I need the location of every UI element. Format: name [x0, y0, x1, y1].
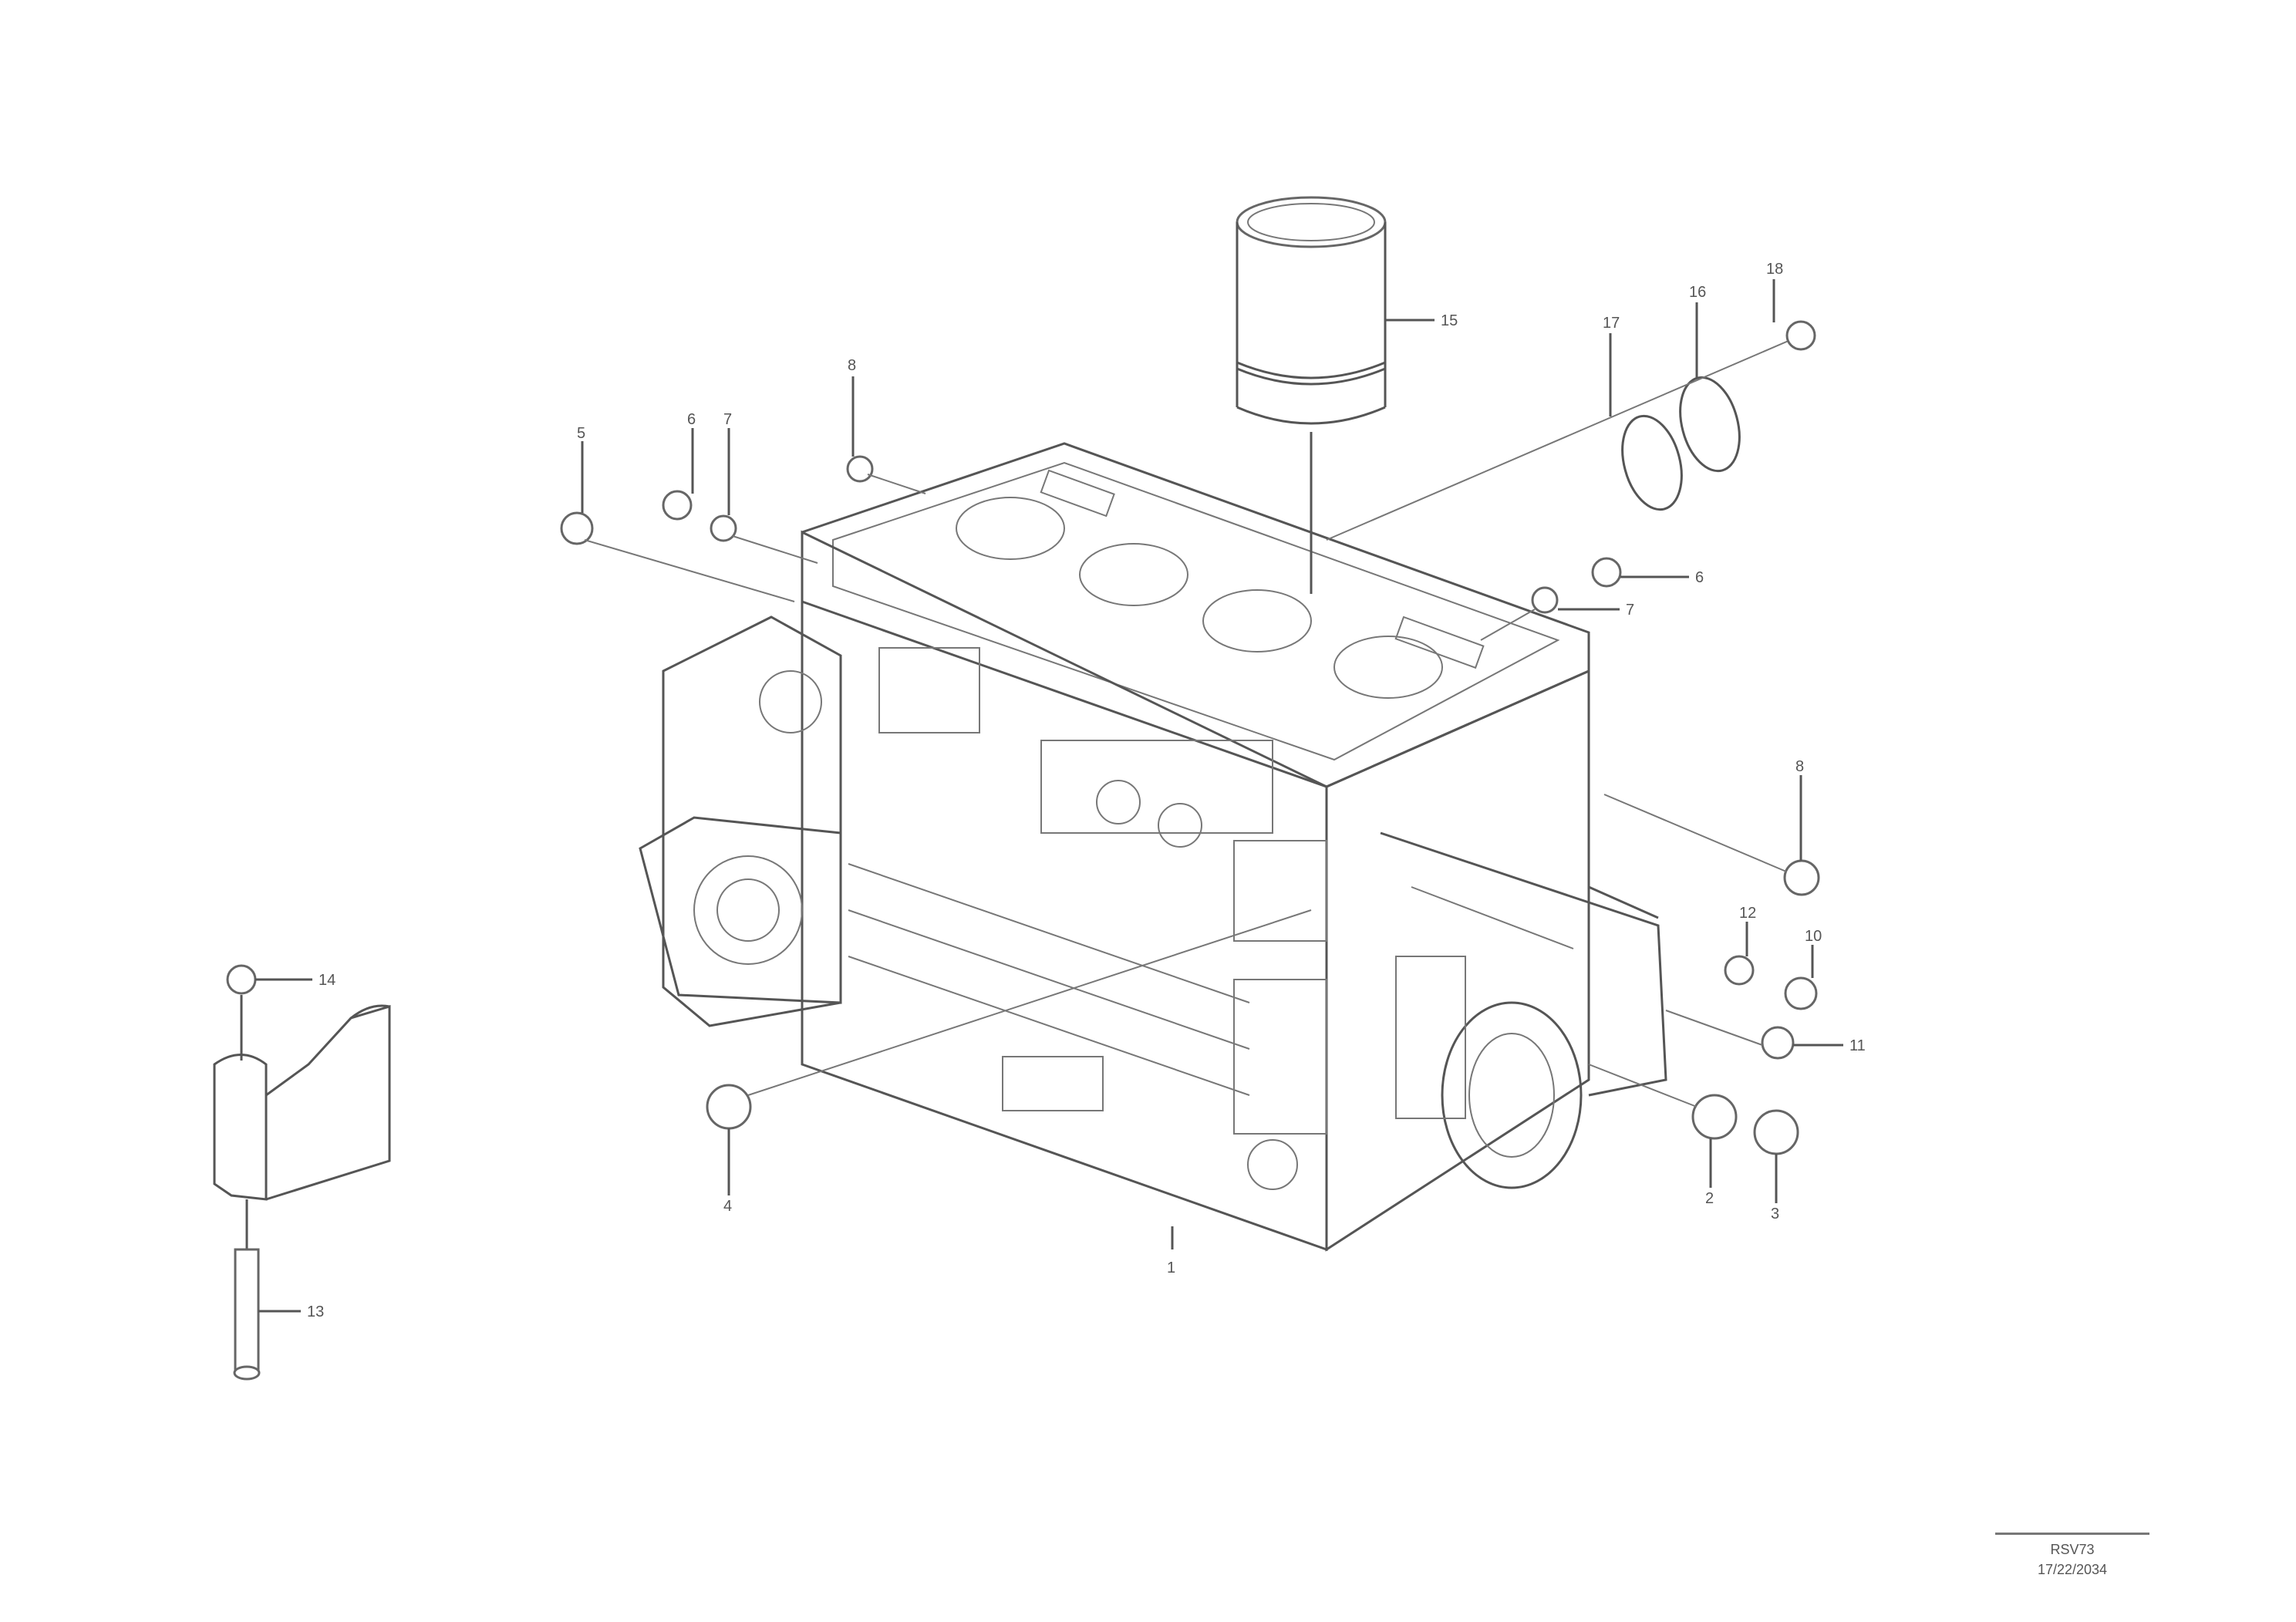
reference-date: 17/22/2034: [2037, 1562, 2108, 1577]
callout-3: 3: [1771, 1206, 1779, 1222]
cylinder-liner: [1236, 196, 1387, 594]
callout-labels: 5 6 7 8 15 17 16 18 6 7 8 12 10 11 2 3 4…: [307, 261, 1866, 1320]
reference-rule: [1995, 1533, 2149, 1535]
engine-block: [639, 442, 1667, 1252]
callout-15: 15: [1441, 312, 1458, 329]
drawing-reference: RSV73 17/22/2034: [1995, 1533, 2149, 1580]
callout-17: 17: [1603, 315, 1620, 332]
callout-1: 1: [1167, 1259, 1175, 1276]
callout-16: 16: [1689, 284, 1706, 301]
callout-11: 11: [1849, 1037, 1866, 1054]
callout-10: 10: [1805, 928, 1822, 945]
callout-7-right: 7: [1626, 602, 1634, 619]
reference-code: RSV73: [2050, 1542, 2095, 1557]
leader-lines: [255, 279, 1843, 1313]
callout-2: 2: [1705, 1190, 1714, 1207]
callout-7-left: 7: [723, 411, 732, 428]
callout-6-left: 6: [687, 411, 696, 428]
callout-14: 14: [319, 972, 335, 989]
callout-18: 18: [1766, 261, 1783, 278]
callout-8-top: 8: [848, 357, 856, 374]
o-rings: [1326, 335, 1802, 541]
callout-13: 13: [307, 1303, 324, 1320]
callout-6-right: 6: [1695, 569, 1704, 586]
plugs: [560, 320, 1820, 1155]
callout-4: 4: [723, 1198, 732, 1215]
bracket-assembly: [213, 964, 391, 1381]
callout-8-right: 8: [1795, 758, 1804, 775]
callout-12: 12: [1739, 905, 1756, 922]
callout-5-left: 5: [577, 425, 585, 442]
